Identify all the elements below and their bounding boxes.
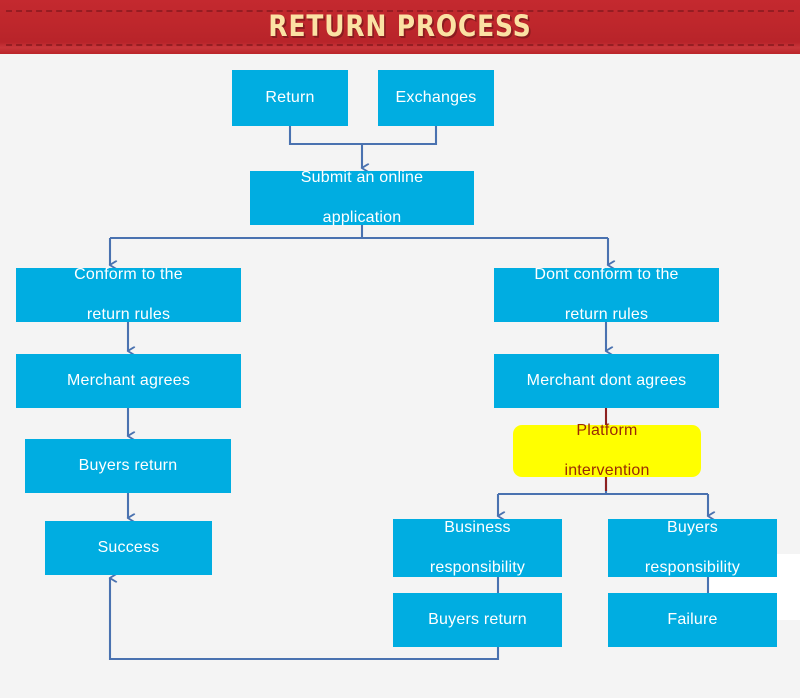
node-dont-conform-line1: Dont conform to the [534, 266, 679, 283]
node-platform-line1: Platform [576, 422, 638, 439]
node-failure-label: Failure [667, 611, 718, 628]
node-business-responsibility[interactable]: Business responsibility [393, 519, 562, 577]
edge-return-exchanges-merge [288, 126, 438, 146]
node-submit-application-label: Submit an online application [289, 168, 435, 228]
node-buyers-return-bottom-label: Buyers return [428, 611, 527, 628]
node-conform-line1: Conform to the [74, 266, 183, 283]
node-exchanges[interactable]: Exchanges [378, 70, 494, 126]
node-conform-label: Conform to the return rules [62, 265, 195, 325]
node-buyers-return-bottom[interactable]: Buyers return [393, 593, 562, 647]
node-return[interactable]: Return [232, 70, 348, 126]
node-failure[interactable]: Failure [608, 593, 777, 647]
connector-lines [0, 126, 800, 661]
node-dont-conform-to-return-rules[interactable]: Dont conform to the return rules [494, 265, 719, 325]
page-title: RETURN PROCESS [268, 9, 532, 43]
node-success-label: Success [97, 539, 160, 556]
node-merchant-dont-agrees-label: Merchant dont agrees [526, 372, 687, 389]
node-business-resp-line1: Business [444, 519, 511, 536]
node-dont-conform-label: Dont conform to the return rules [522, 265, 690, 325]
stitch-line-top [6, 10, 794, 12]
stitch-line-bottom [6, 44, 794, 46]
node-platform-line2: intervention [564, 462, 650, 479]
node-buyers-responsibility-label: Buyers responsibility [633, 518, 752, 578]
node-buyers-return-left[interactable]: Buyers return [25, 439, 231, 493]
node-conform-to-return-rules[interactable]: Conform to the return rules [16, 265, 241, 325]
edge-feedback-to-success [110, 578, 500, 661]
node-platform-intervention-label: Platform intervention [552, 421, 661, 481]
node-return-label: Return [265, 89, 315, 106]
node-submit-line1: Submit an online [300, 169, 424, 186]
node-success[interactable]: Success [45, 521, 212, 575]
node-buyers-return-left-label: Buyers return [78, 457, 178, 474]
node-exchanges-label: Exchanges [395, 89, 477, 106]
header-banner: RETURN PROCESS [0, 0, 800, 54]
node-platform-intervention[interactable]: Platform intervention [513, 422, 701, 479]
node-business-responsibility-label: Business responsibility [418, 518, 537, 578]
node-buyers-resp-line2: responsibility [644, 559, 741, 576]
node-buyers-responsibility[interactable]: Buyers responsibility [608, 519, 777, 577]
node-submit-application[interactable]: Submit an online application [250, 168, 474, 228]
node-merchant-agrees[interactable]: Merchant agrees [16, 354, 241, 408]
node-buyers-resp-line1: Buyers [666, 519, 718, 536]
node-business-resp-line2: responsibility [429, 559, 526, 576]
node-submit-line2: application [322, 209, 402, 226]
node-merchant-agrees-label: Merchant agrees [66, 372, 191, 389]
diagram-canvas: Return Exchanges Submit an online applica… [0, 54, 800, 698]
node-conform-line2: return rules [86, 306, 171, 323]
node-merchant-dont-agrees[interactable]: Merchant dont agrees [494, 354, 719, 408]
node-dont-conform-line2: return rules [564, 306, 649, 323]
